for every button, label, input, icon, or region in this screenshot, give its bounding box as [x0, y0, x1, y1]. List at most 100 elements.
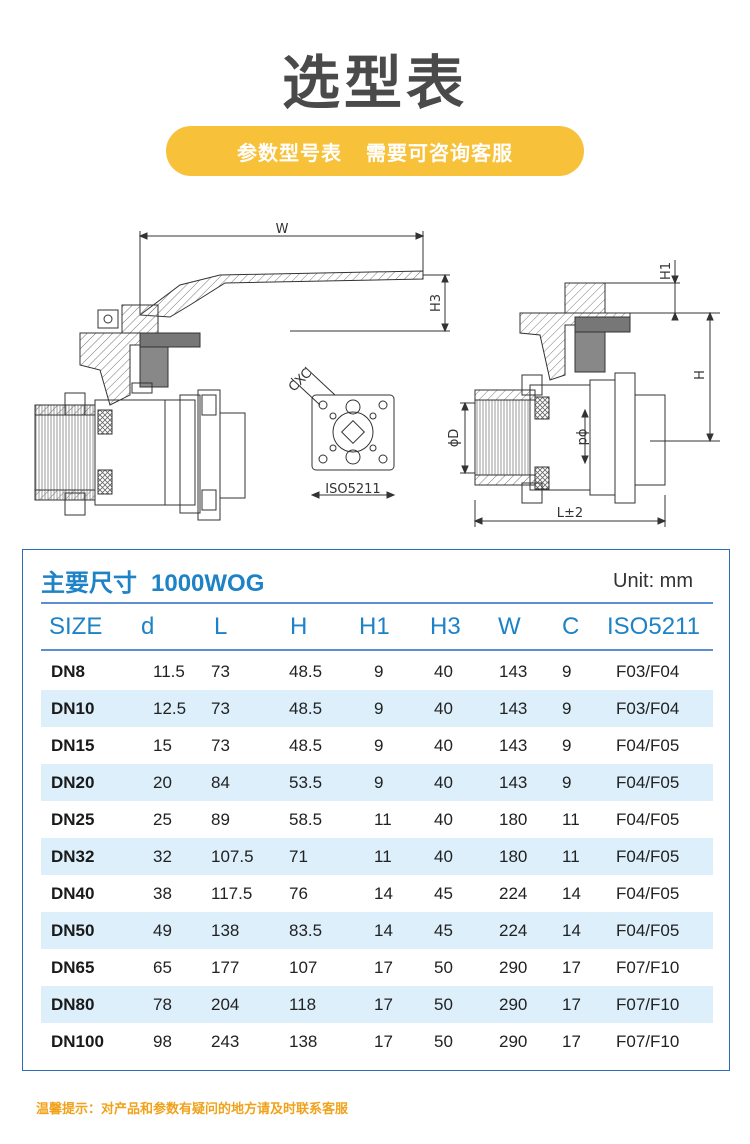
col-header-size: SIZE	[49, 613, 103, 640]
cell-c: 14	[562, 920, 581, 940]
cell-h: 53.5	[289, 772, 323, 792]
cell-w: 143	[499, 735, 528, 755]
cell-l: 204	[211, 994, 240, 1014]
cell-c: 17	[562, 994, 581, 1014]
cell-c: 17	[562, 1031, 581, 1051]
cell-w: 290	[499, 957, 528, 977]
cell-iso5211: F04/F05	[616, 735, 680, 755]
cell-h3: 50	[434, 994, 453, 1014]
cell-h: 71	[289, 846, 308, 866]
dim-label-cxc: CXC	[286, 366, 315, 395]
cell-h: 118	[289, 994, 317, 1014]
cell-d: 25	[153, 809, 172, 829]
divider	[41, 649, 713, 651]
cell-l: 84	[211, 772, 230, 792]
cell-iso5211: F04/F05	[616, 920, 680, 940]
cell-l: 89	[211, 809, 230, 829]
cell-h1: 9	[374, 661, 384, 681]
cell-l: 107.5	[211, 846, 254, 866]
cell-h3: 40	[434, 809, 453, 829]
page-title: 选型表	[281, 49, 468, 117]
cell-d: 15	[153, 735, 172, 755]
cell-iso5211: F04/F05	[616, 846, 680, 866]
dim-label-h3: H3	[429, 294, 444, 312]
cell-iso5211: F04/F05	[616, 772, 680, 792]
col-header-l: L	[214, 613, 228, 640]
cell-h3: 40	[434, 846, 453, 866]
cell-h3: 50	[434, 1031, 453, 1051]
cell-h1: 14	[374, 920, 393, 940]
cell-w: 143	[499, 661, 528, 681]
cell-w: 224	[499, 920, 528, 940]
cell-h: 107	[289, 957, 318, 977]
col-header-h3: H3	[430, 613, 461, 640]
dim-label-id: ϕd	[575, 429, 590, 446]
column-headers: SIZE d L H H1 H3 W C ISO5211	[23, 606, 729, 648]
cell-h1: 14	[374, 883, 393, 903]
cell-l: 138	[211, 920, 240, 940]
cell-size: DN32	[51, 846, 95, 866]
cell-w: 143	[499, 772, 528, 792]
col-header-d: d	[141, 613, 155, 640]
cell-iso5211: F07/F10	[616, 994, 680, 1014]
cell-c: 9	[562, 661, 572, 681]
cell-iso5211: F04/F05	[616, 809, 680, 829]
cell-d: 11.5	[153, 661, 185, 681]
cell-w: 224	[499, 883, 528, 903]
unit-label: Unit: mm	[613, 570, 693, 592]
table-title-text: 主要尺寸	[41, 569, 137, 597]
cell-size: DN100	[51, 1031, 104, 1051]
cell-l: 73	[211, 698, 230, 718]
cell-d: 98	[153, 1031, 172, 1051]
dim-label-h: H	[693, 370, 708, 380]
cell-w: 143	[499, 698, 528, 718]
table-row: DN32 32 107.5 71 11 40 180 11 F04/F05	[41, 838, 713, 875]
dim-label-length: L±2	[557, 506, 583, 521]
cell-l: 177	[211, 957, 240, 977]
cell-h3: 45	[434, 920, 453, 940]
cell-size: DN40	[51, 883, 95, 903]
cell-l: 73	[211, 735, 230, 755]
col-header-c: C	[562, 613, 580, 640]
pressure-rating: 1000WOG	[151, 570, 265, 597]
cell-c: 11	[562, 846, 580, 866]
cell-iso5211: F03/F04	[616, 698, 680, 718]
cell-h3: 40	[434, 772, 453, 792]
cell-h: 58.5	[289, 809, 323, 829]
col-header-h1: H1	[359, 613, 390, 640]
cell-w: 180	[499, 846, 528, 866]
divider	[41, 602, 713, 604]
cell-h: 48.5	[289, 698, 323, 718]
cell-h3: 40	[434, 735, 453, 755]
cell-d: 78	[153, 994, 172, 1014]
cell-h3: 45	[434, 883, 453, 903]
cell-l: 73	[211, 661, 230, 681]
cell-l: 117.5	[211, 883, 253, 903]
cell-h1: 11	[374, 846, 392, 866]
dim-label-iso5211: ISO5211	[325, 482, 380, 497]
cell-size: DN20	[51, 772, 95, 792]
dimension-table: 主要尺寸 1000WOG Unit: mm SIZE d L H H1 H3 W …	[22, 549, 730, 1071]
cell-h: 76	[289, 883, 308, 903]
cell-d: 32	[153, 846, 172, 866]
cell-w: 180	[499, 809, 528, 829]
cell-c: 17	[562, 957, 581, 977]
cell-iso5211: F07/F10	[616, 1031, 680, 1051]
cell-h3: 40	[434, 698, 453, 718]
cell-h3: 50	[434, 957, 453, 977]
cell-l: 243	[211, 1031, 240, 1051]
table-header: 主要尺寸 1000WOG Unit: mm	[23, 550, 729, 602]
cell-size: DN65	[51, 957, 95, 977]
cell-c: 9	[562, 698, 572, 718]
cell-d: 49	[153, 920, 172, 940]
cell-iso5211: F07/F10	[616, 957, 680, 977]
cell-c: 14	[562, 883, 581, 903]
table-title: 主要尺寸 1000WOG	[41, 563, 264, 598]
